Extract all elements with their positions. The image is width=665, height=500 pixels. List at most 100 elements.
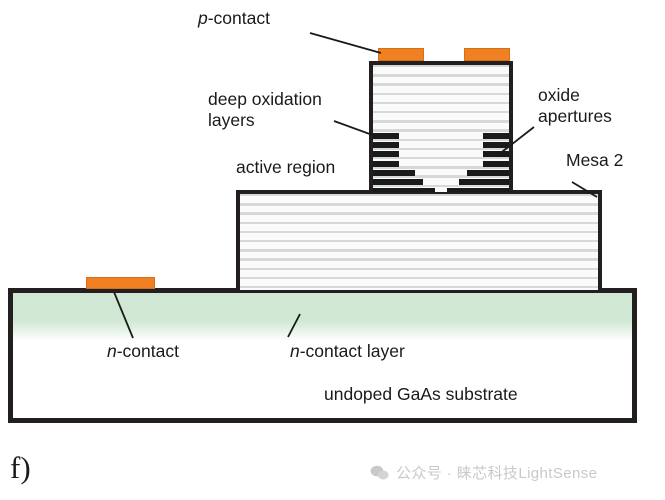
dbr-layer [373, 152, 509, 155]
dbr-layer [240, 263, 598, 266]
dbr-layer [240, 221, 598, 224]
dbr-layer [240, 253, 598, 257]
dbr-layer [373, 88, 509, 91]
n-contact-pad [86, 277, 155, 289]
label-deep-oxidation-layers: deep oxidation layers [208, 89, 322, 131]
dbr-layer [240, 244, 598, 247]
leader-p-contact [309, 32, 382, 54]
label-oxide-apertures: oxide apertures [538, 85, 612, 127]
dbr-layer [240, 207, 598, 211]
oxidation-bar-right [483, 133, 509, 139]
dbr-layer [373, 129, 509, 132]
dbr-layer [240, 240, 598, 243]
n-contact-layer-region [13, 293, 632, 341]
dbr-layer [373, 189, 509, 192]
dbr-layer [373, 69, 509, 72]
oxide-apertures-right [373, 65, 509, 192]
label-n-contact-layer: n-contact layer [290, 341, 405, 362]
dbr-layer [373, 120, 509, 123]
dbr-layer [373, 111, 509, 114]
dbr-layer [373, 101, 509, 105]
dbr-layer [373, 143, 509, 146]
mesa-2-dbr-stack [373, 65, 509, 192]
dbr-layer [240, 230, 598, 234]
mesa-1-lower-dbr [236, 190, 602, 290]
dbr-layer [240, 212, 598, 215]
leader-oxide-apertures [497, 126, 535, 156]
dbr-layer [240, 272, 598, 275]
dbr-layer [240, 281, 598, 284]
oxidation-bar-left [373, 160, 399, 167]
dbr-layer [240, 198, 598, 201]
dbr-layer [373, 134, 509, 137]
dbr-layer [240, 249, 598, 252]
dbr-layer [240, 276, 598, 280]
dbr-layer [373, 161, 509, 164]
mesa-2-upper-dbr [369, 61, 513, 192]
dbr-layer [240, 217, 598, 220]
oxidation-bar-right [483, 151, 509, 158]
p-contact-pad-right [464, 48, 510, 61]
label-n-contact-layer-rest: -contact layer [299, 341, 405, 361]
oxidation-bar-right [467, 169, 509, 176]
dbr-layer [373, 138, 509, 141]
mesa-1-dbr-stack [240, 194, 598, 290]
oxidation-bar-right [483, 160, 509, 167]
dbr-layer [373, 115, 509, 118]
watermark: 公众号 · 睐芯科技LightSense [370, 462, 597, 483]
label-p-contact-italic: p [198, 8, 208, 28]
dbr-layer [373, 97, 509, 100]
oxidation-bar-left [373, 133, 399, 139]
label-n-contact: n-contact [107, 341, 179, 362]
label-p-contact-rest: -contact [207, 8, 270, 28]
dbr-layer [373, 65, 509, 68]
label-n-contact-layer-italic: n [290, 341, 300, 361]
dbr-layer [373, 78, 509, 82]
oxidation-bar-left [373, 151, 399, 158]
watermark-text: 公众号 · 睐芯科技LightSense [396, 465, 598, 482]
label-deep-oxidation-line2: layers [208, 110, 255, 130]
oxidation-bar-right [447, 188, 509, 192]
dbr-layer [240, 267, 598, 270]
dbr-layer [373, 166, 509, 169]
label-active-region: active region [236, 157, 336, 177]
wechat-icon [370, 465, 389, 479]
dbr-layer [373, 147, 509, 151]
oxidation-bar-right [459, 179, 509, 185]
label-oxide-line2: apertures [538, 106, 612, 126]
dbr-layer [240, 286, 598, 289]
dbr-layer [240, 194, 598, 197]
label-mesa-2: Mesa 2 [566, 150, 624, 170]
oxidation-bar-right [483, 142, 509, 149]
dbr-layer [240, 258, 598, 261]
leader-mesa2 [571, 181, 598, 198]
leader-deep-oxidation [333, 120, 379, 138]
dbr-layer [373, 184, 509, 187]
label-p-contact: p-contact [198, 8, 270, 29]
oxidation-bar-left [373, 169, 415, 176]
leader-n-contact [113, 291, 134, 339]
deep-oxidation-layers-left [373, 65, 509, 192]
dbr-layer [373, 157, 509, 160]
p-contact-pad-left [378, 48, 424, 61]
dbr-layer [373, 106, 509, 109]
dbr-layer [373, 83, 509, 86]
label-undoped-gaas-substrate: undoped GaAs substrate [324, 384, 518, 404]
label-oxide-line1: oxide [538, 85, 580, 105]
oxidation-bar-left [373, 179, 423, 185]
dbr-layer [240, 226, 598, 229]
label-n-contact-rest: -contact [116, 341, 179, 361]
dbr-layer [373, 170, 509, 174]
label-n-contact-italic: n [107, 341, 117, 361]
leader-n-contact-layer [287, 313, 301, 338]
oxidation-bar-left [373, 188, 435, 192]
dbr-layer [373, 74, 509, 77]
dbr-layer [240, 235, 598, 238]
dbr-layer [373, 92, 509, 95]
label-deep-oxidation-line1: deep oxidation [208, 89, 322, 109]
panel-letter: f) [10, 450, 31, 485]
dbr-layer [240, 203, 598, 206]
oxidation-bar-left [373, 142, 399, 149]
